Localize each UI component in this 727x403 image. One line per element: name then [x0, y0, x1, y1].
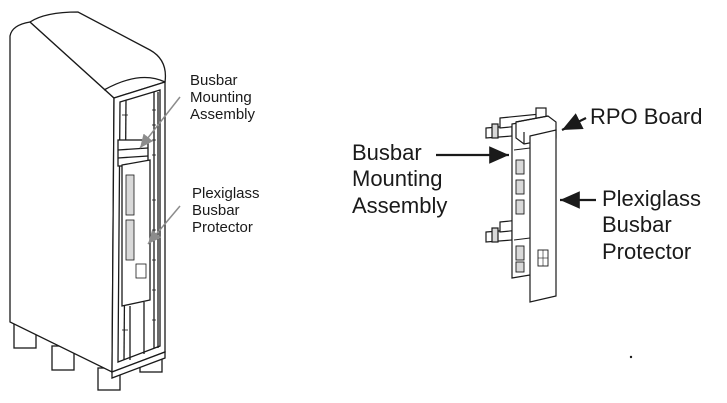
busbar-assembly-illustration	[485, 107, 557, 303]
cabinet-illustration	[9, 11, 167, 391]
label-right-busbar-mounting: Busbar Mounting Assembly	[352, 140, 448, 218]
pointer-arrow	[139, 96, 181, 149]
label-right-plexiglass: Plexiglass Busbar Protector	[602, 186, 702, 264]
label-rpo-board: RPO Board	[590, 104, 703, 129]
label-left-busbar-mounting: Busbar Mounting Assembly	[190, 72, 256, 123]
plexiglass-protector-panel	[529, 129, 557, 303]
stray-dot	[629, 355, 633, 359]
pointer-arrow	[147, 205, 181, 245]
cabinet-top-panel	[28, 11, 167, 99]
pointer-arrow	[561, 113, 587, 131]
label-left-plexiglass: Plexiglass Busbar Protector	[192, 185, 260, 236]
